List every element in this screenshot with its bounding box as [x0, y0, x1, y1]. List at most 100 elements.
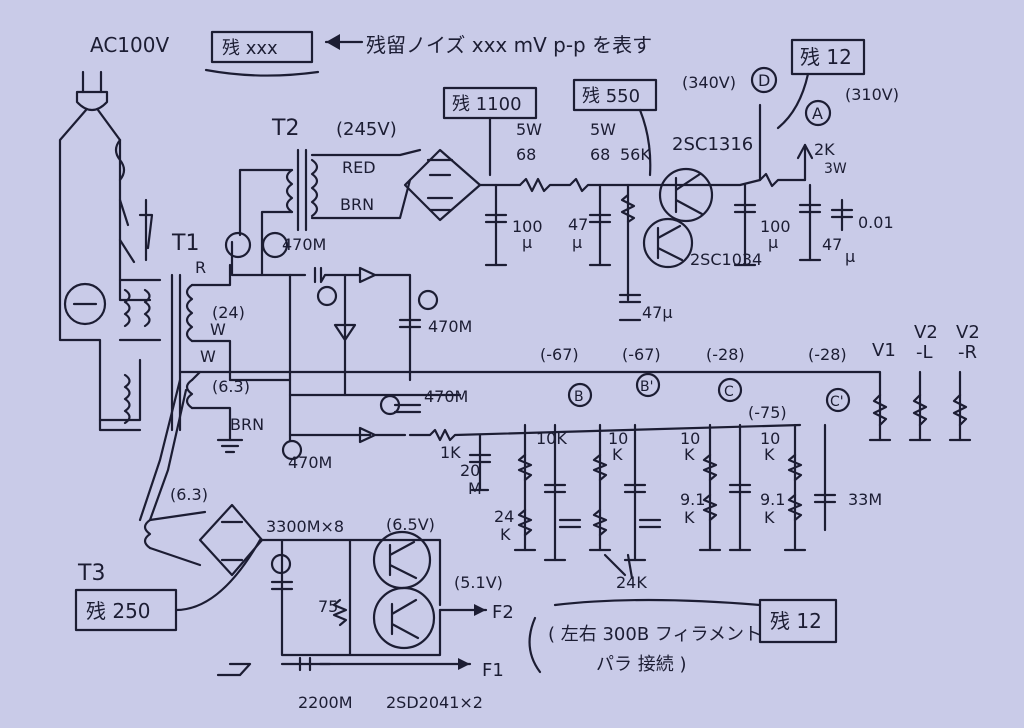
t2-label: T2: [271, 116, 299, 141]
bias-upper-chain: [288, 266, 412, 382]
c100-a: 100: [512, 217, 543, 236]
t3-primary-leads: [98, 358, 142, 422]
r1k: 1K: [440, 443, 461, 462]
c470-c-plus: [379, 394, 401, 416]
r1100-text: 残 1100: [452, 94, 522, 115]
c20: 20: [460, 461, 480, 480]
note-open-paren: [528, 616, 542, 674]
primary-leads: [118, 278, 162, 342]
v2l-label: V2: [914, 322, 938, 343]
v-67-a: (-67): [540, 345, 579, 364]
v-75: (-75): [748, 403, 787, 422]
c33: 33M: [848, 490, 882, 509]
v1-label: V1: [872, 340, 896, 361]
r56k: 56K: [620, 145, 651, 164]
r91-a-unit: K: [684, 508, 695, 527]
r10k-d: 10: [760, 429, 780, 448]
noise-underline: [204, 68, 320, 77]
hv-capacitors: [484, 203, 854, 304]
r10k-d-unit: K: [764, 445, 775, 464]
r12-bottom-box: [758, 598, 838, 644]
c470-a: 470M: [282, 235, 326, 254]
t1-lead-a: [230, 240, 292, 277]
r550-text: 残 550: [582, 86, 640, 107]
plug-icon: [75, 90, 109, 112]
v2r-suffix: -R: [958, 342, 977, 363]
node-a-label: A: [812, 104, 823, 123]
filament-note-2: パラ 接続 ): [596, 654, 686, 675]
node-d-label: D: [758, 71, 770, 90]
c470-b: 470M: [428, 317, 472, 336]
heater-drops: [918, 370, 962, 442]
c3300: 3300M×8: [266, 517, 344, 536]
t2-voltage: (245V): [336, 119, 397, 140]
v310: (310V): [845, 85, 899, 104]
node-c: [717, 377, 743, 403]
bridge-rectifier: [403, 148, 482, 222]
t1-secondary-coil: [185, 283, 194, 343]
c470-d-plus: [281, 439, 303, 461]
t1-heater-coil: [185, 378, 194, 410]
fil-bridge-marks: [220, 520, 244, 562]
t1-label: T1: [171, 231, 199, 256]
r10k-c-unit: K: [684, 445, 695, 464]
transistor-2sc1034: [642, 217, 694, 269]
transistor-fil-2: [372, 586, 436, 650]
t1-w-label-1: W: [210, 320, 226, 339]
t1-r-label: R: [195, 258, 206, 277]
c470-a-plus: [316, 285, 338, 307]
r68-b: 68: [590, 145, 610, 164]
v65: (6.5V): [386, 515, 435, 534]
q-2sc1316: 2SC1316: [672, 134, 753, 155]
c100-b: 100: [760, 217, 791, 236]
r12-top-pointer: [776, 72, 810, 130]
plug-prongs: [81, 70, 103, 94]
t2-primary-leads: [238, 168, 294, 277]
r68-a: 68: [516, 145, 536, 164]
node-cp: [825, 387, 851, 413]
r24k-b: 24K: [616, 573, 647, 592]
q1-body: [674, 172, 704, 216]
bias-lower-chain: [288, 403, 422, 444]
supply-label: AC100V: [90, 33, 169, 57]
q-2sc1034: 2SC1034: [690, 250, 762, 269]
noise-note: 残留ノイズ xxx mV p-p を表す: [366, 33, 652, 57]
t1-primary-coil: [123, 288, 151, 328]
bias-capacitors: [543, 483, 837, 529]
fil-cap-plus: [270, 553, 292, 575]
t3-secondary-leads: [148, 510, 207, 567]
r24k-a: 24: [494, 507, 514, 526]
node-d: [750, 66, 778, 94]
r75: 75: [318, 597, 338, 616]
t1-w-label-2: W: [200, 347, 216, 366]
node-c-label: C: [724, 384, 734, 400]
ground-t1: [216, 438, 244, 454]
hv-out-arrow: [796, 143, 814, 160]
switch-icon: [118, 198, 136, 264]
filament-note-1: ( 左右 300B フィラメント: [548, 624, 762, 645]
t3-label: T3: [77, 561, 105, 586]
c100-a-unit: μ: [522, 233, 532, 252]
fil-rails: [260, 538, 442, 657]
t2-red-label: RED: [342, 158, 376, 177]
c2200: 2200M: [298, 693, 353, 712]
r5w-b: 5W: [590, 120, 616, 139]
heater-loads: [872, 393, 968, 427]
c470-b-icon: [398, 318, 422, 329]
r550-pointer: [638, 108, 652, 177]
r250-text: 残 250: [86, 599, 151, 623]
c100-b-unit: μ: [768, 233, 778, 252]
mains-wires: [58, 108, 152, 432]
r10k-b: 10: [608, 429, 628, 448]
hv-rail: [518, 172, 807, 193]
t2-primary-coil: [285, 168, 294, 214]
transistor-2sc1316: [658, 167, 714, 223]
r91-b: 9.1: [760, 490, 785, 509]
t3-secondary-coil: [143, 518, 152, 550]
t2-secondary-leads: [310, 148, 422, 220]
q2-body: [656, 224, 684, 262]
c47-a: 47: [568, 215, 588, 234]
lamp-icon: [63, 282, 107, 326]
